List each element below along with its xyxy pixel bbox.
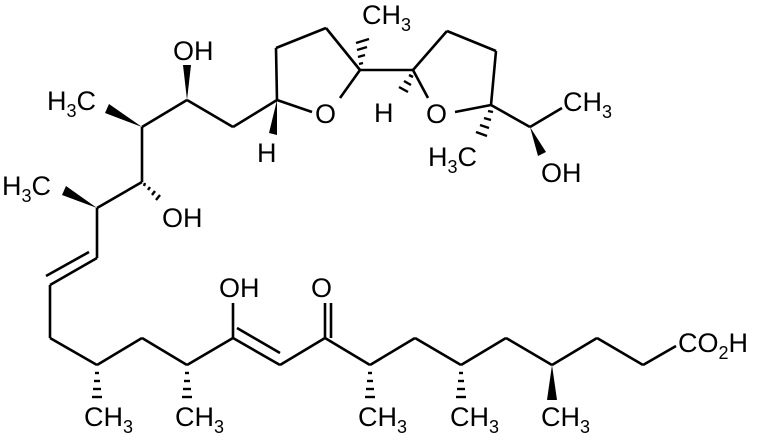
- wedge-bond-oh: [183, 65, 191, 100]
- label-oh-top: OH: [173, 36, 214, 66]
- label-ch3-b3: CH3: [358, 402, 407, 437]
- label-h-ring2: H: [374, 98, 394, 128]
- label-h3c-left: H3C: [2, 171, 51, 206]
- label-ch3-top: CH3: [362, 0, 411, 35]
- label-ch3-b2: CH3: [175, 402, 224, 437]
- lower-chain-bonds: [45, 250, 677, 367]
- wedge-bond-h-ring1: [269, 100, 277, 135]
- label-o-ketone: O: [311, 273, 332, 303]
- hashed-bond-h-ring2: [398, 73, 414, 94]
- thf-ring-1: [274, 26, 362, 114]
- wedge-bond-ch3-b5: [547, 365, 557, 400]
- wedge-bond-oh-right: [530, 127, 546, 156]
- hashed-bond-ch3-b2: [182, 371, 192, 399]
- label-o-ring1: O: [315, 99, 336, 129]
- label-ch3-right: CH3: [563, 87, 612, 122]
- wedge-bond-methyl: [105, 104, 142, 127]
- thf-ring-2: [411, 29, 563, 129]
- label-ch3-b1: CH3: [84, 402, 133, 437]
- hashed-bond-ch3-top: [355, 37, 370, 66]
- label-h3c-ring2: H3C: [428, 142, 477, 177]
- label-o-ring2: O: [426, 99, 447, 129]
- label-ch3-b4: CH3: [450, 402, 499, 437]
- label-oh-mid: OH: [162, 203, 203, 233]
- label-oh-enol: OH: [219, 273, 260, 303]
- hashed-bond-ch3-b4: [456, 371, 466, 399]
- label-ch3-b5: CH3: [541, 402, 590, 437]
- upper-chain-bonds: [95, 98, 278, 258]
- label-h-ring1: H: [257, 138, 277, 168]
- wedge-bond-methyl-2: [62, 186, 97, 208]
- label-h3c-upper: H3C: [47, 86, 96, 121]
- hashed-bond-oh: [142, 182, 161, 201]
- hashed-bond-ch3-ring2: [475, 109, 494, 138]
- label-oh-right: OH: [541, 158, 582, 188]
- label-co2h: CO2H: [678, 328, 748, 363]
- hashed-bond-ch3-b3: [365, 371, 375, 399]
- hashed-bond-ch3-b1: [92, 371, 102, 399]
